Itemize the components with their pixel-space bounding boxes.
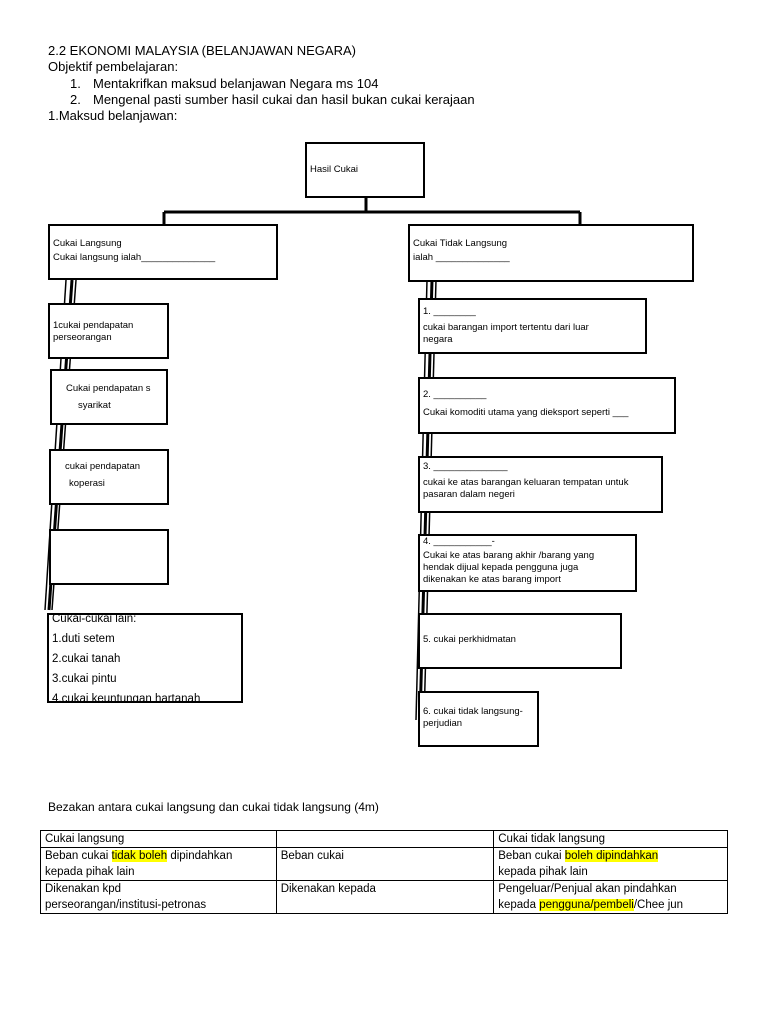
objective-1-text: Mentakrifkan maksud belanjawan Negara ms…	[93, 76, 379, 91]
row2-col3-highlight: pengguna/pembeli	[539, 899, 634, 911]
right-item-2-line-1: 2. __________	[423, 389, 487, 400]
left-item-1-line-2: perseorangan	[53, 332, 112, 343]
left-item-2-line-2: syarikat	[78, 400, 111, 411]
right-item-3-line-2: cukai ke atas barangan keluaran tempatan…	[423, 477, 629, 488]
right-item-4-line-1: 4. ___________-	[423, 536, 495, 547]
left-other-taxes-title: Cukai-cukai lain:	[52, 613, 137, 625]
node-cukai-langsung-title: Cukai Langsung	[53, 238, 122, 249]
row2-col1-text-b: perseorangan/institusi-petronas	[45, 899, 207, 911]
right-item-4-line-2: Cukai ke atas barang akhir /barang yang	[423, 550, 595, 561]
table-row: Dikenakan kpd perseorangan/institusi-pet…	[40, 880, 728, 914]
right-item-6: 6. cukai tidak langsung- perjudian	[418, 691, 539, 747]
table-cell: Beban cukai	[275, 847, 495, 881]
root-node-label: Hasil Cukai	[310, 164, 359, 175]
right-item-3-line-1: 3. ______________	[423, 461, 508, 472]
objective-label: Objektif pembelajaran:	[48, 59, 179, 74]
row1-col3-text-b: kepada pihak lain	[498, 866, 588, 878]
left-other-taxes-item-3: 3.cukai pintu	[52, 673, 117, 685]
right-item-4-line-3: hendak dijual kepada pengguna juga	[423, 562, 579, 573]
right-item-3: 3. ______________ cukai ke atas barangan…	[418, 456, 663, 513]
row2-col1-text-a: Dikenakan kpd	[45, 883, 122, 895]
left-item-2: Cukai pendapatan s syarikat	[50, 369, 168, 425]
left-item-3-line-1: cukai pendapatan	[65, 461, 141, 472]
row1-col1-highlight: tidak boleh	[111, 850, 168, 862]
row2-col3-text-b: kepada	[498, 899, 540, 911]
right-item-5: 5. cukai perkhidmatan	[418, 613, 622, 669]
left-other-taxes-item-4: 4.cukai keuntungan hartanah	[52, 693, 201, 703]
left-item-4-blank	[49, 529, 169, 585]
node-cukai-tidak-langsung-title: Cukai Tidak Langsung	[413, 238, 508, 249]
left-item-1-line-1: 1cukai pendapatan	[53, 320, 134, 331]
right-item-6-line-2: perjudian	[423, 718, 463, 729]
node-cukai-langsung: Cukai Langsung Cukai langsung ialah_____…	[48, 224, 278, 280]
row1-col3-highlight: boleh dipindahkan	[564, 850, 659, 862]
left-other-taxes-item-1: 1.duti setem	[52, 633, 115, 645]
root-node-hasil-cukai: Hasil Cukai	[305, 142, 425, 198]
left-item-1: 1cukai pendapatan perseorangan	[48, 303, 169, 359]
objective-2-text: Mengenal pasti sumber hasil cukai dan ha…	[93, 92, 475, 107]
right-item-6-line-1: 6. cukai tidak langsung-	[423, 706, 523, 717]
right-item-4-line-4: dikenakan ke atas barang import	[423, 574, 561, 585]
row1-col1-text-a: Beban cukai	[45, 850, 112, 862]
table-header-cell	[275, 830, 495, 848]
right-item-3-line-3: pasaran dalam negeri	[423, 489, 515, 500]
table-cell: Dikenakan kpd perseorangan/institusi-pet…	[40, 880, 277, 914]
right-item-1: 1. ________ cukai barangan import terten…	[418, 298, 647, 354]
table-cell: Pengeluar/Penjual akan pindahkan kepada …	[493, 880, 728, 914]
node-cukai-tidak-langsung-subtitle: ialah ______________	[413, 252, 510, 263]
table-header-row: Cukai langsung Cukai tidak langsung	[40, 830, 728, 848]
table-header-cell: Cukai langsung	[40, 830, 277, 848]
left-item-2-line-1: Cukai pendapatan s	[66, 383, 151, 394]
row1-col1-text-c: kepada pihak lain	[45, 866, 135, 878]
right-item-2: 2. __________ Cukai komoditi utama yang …	[418, 377, 676, 434]
table-cell: Beban cukai tidak boleh dipindahkan kepa…	[40, 847, 277, 881]
page-title: 2.2 EKONOMI MALAYSIA (BELANJAWAN NEGARA)	[48, 43, 356, 58]
right-item-1-line-1: 1. ________	[423, 306, 476, 317]
table-cell: Dikenakan kepada	[275, 880, 495, 914]
right-item-2-line-2: Cukai komoditi utama yang dieksport sepe…	[423, 407, 629, 418]
table-header-cell: Cukai tidak langsung	[493, 830, 728, 848]
right-item-1-line-2: cukai barangan import tertentu dari luar	[423, 322, 589, 333]
right-item-5-line-1: 5. cukai perkhidmatan	[423, 634, 516, 645]
left-other-taxes: Cukai-cukai lain: 1.duti setem 2.cukai t…	[47, 613, 243, 703]
left-item-3-line-2: koperasi	[69, 478, 105, 489]
objective-1-number: 1.	[70, 76, 81, 91]
row1-col1-text-b: dipindahkan	[167, 850, 233, 862]
comparison-heading: Bezakan antara cukai langsung dan cukai …	[48, 800, 379, 814]
section-1-heading: 1.Maksud belanjawan:	[48, 108, 178, 123]
row2-col3-text-a: Pengeluar/Penjual akan pindahkan	[498, 883, 677, 895]
row1-col3-text-a: Beban cukai	[498, 850, 565, 862]
right-item-1-line-3: negara	[423, 334, 453, 345]
left-other-taxes-item-2: 2.cukai tanah	[52, 653, 121, 665]
right-item-4: 4. ___________- Cukai ke atas barang akh…	[418, 534, 637, 592]
row2-col3-text-c: /Chee jun	[633, 899, 684, 911]
objective-2-number: 2.	[70, 92, 81, 107]
left-item-3: cukai pendapatan koperasi	[49, 449, 169, 505]
node-cukai-tidak-langsung: Cukai Tidak Langsung ialah _____________…	[408, 224, 694, 282]
comparison-table: Cukai langsung Cukai tidak langsung Beba…	[40, 830, 728, 914]
table-row: Beban cukai tidak boleh dipindahkan kepa…	[40, 847, 728, 881]
table-cell: Beban cukai boleh dipindahkan kepada pih…	[493, 847, 728, 881]
node-cukai-langsung-subtitle: Cukai langsung ialah______________	[53, 252, 216, 263]
